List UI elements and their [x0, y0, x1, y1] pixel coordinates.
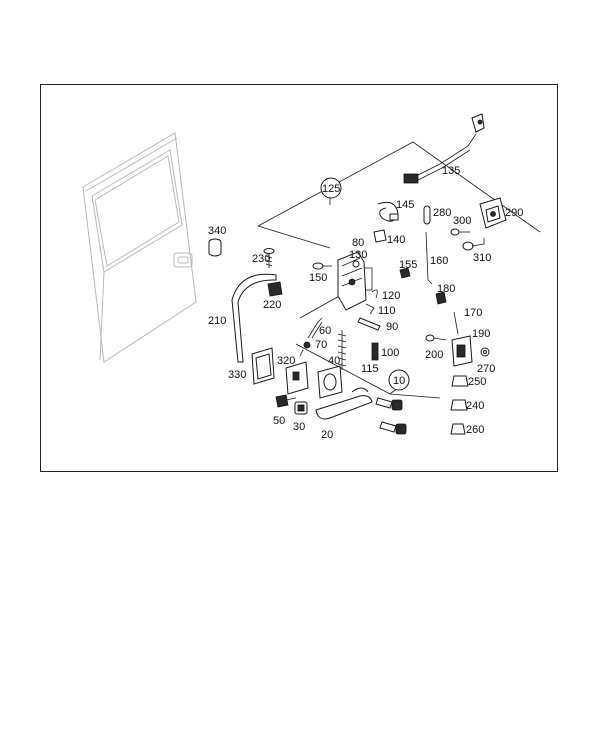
- part-250-grommet: [451, 375, 469, 387]
- callout-10: 10: [393, 375, 405, 387]
- callout-140: 140: [387, 234, 405, 246]
- callout-280: 280: [433, 207, 451, 219]
- part-115-spring: [337, 330, 347, 370]
- part-30-cap: [294, 401, 308, 415]
- part-130-lock-mechanism: [337, 251, 367, 311]
- part-220-clip: [267, 281, 283, 297]
- part-90-lever: [357, 317, 381, 331]
- callout-220: 220: [263, 299, 281, 311]
- callout-circle-125: [320, 177, 342, 199]
- callout-100: 100: [381, 347, 399, 359]
- callout-30: 30: [293, 421, 305, 433]
- part-210-check-strap: [231, 273, 277, 363]
- rear-door-outline: [82, 132, 197, 363]
- callout-180: 180: [437, 283, 455, 295]
- part-230-screw: [263, 248, 275, 268]
- part-110-clip: [365, 303, 375, 315]
- part-280-pin: [423, 205, 431, 225]
- callout-70: 70: [315, 339, 327, 351]
- part-160-rod: [425, 231, 433, 285]
- part-340-bushing: [208, 238, 222, 257]
- callout-260: 260: [466, 424, 484, 436]
- part-50-bolt: [275, 394, 297, 408]
- part-60-rod: [307, 317, 323, 339]
- part-120-spring-clip: [371, 289, 378, 299]
- callout-300: 300: [453, 215, 471, 227]
- callout-310: 310: [473, 252, 491, 264]
- callout-155: 155: [399, 259, 417, 271]
- callout-200: 200: [425, 349, 443, 361]
- callout-320: 320: [277, 355, 295, 367]
- callout-340: 340: [208, 225, 226, 237]
- callout-80: 80: [352, 237, 364, 249]
- part-200-screw: [425, 334, 447, 342]
- part-100-bolt: [371, 342, 379, 361]
- part-270-washer: [480, 347, 490, 357]
- part-70-pin: [299, 341, 311, 357]
- part-180-connector: [435, 291, 447, 305]
- part-140-clip: [373, 229, 387, 243]
- callout-40: 40: [328, 355, 340, 367]
- part-145-cable-tie: [377, 201, 399, 222]
- part-155-nut: [399, 267, 411, 279]
- diagram-frame: [40, 84, 558, 472]
- callout-210: 210: [208, 315, 226, 327]
- callout-labels: 340 230 220 210 330 320 70 60 50 30 20 4…: [208, 165, 523, 441]
- part-135-cable-switch: [403, 113, 485, 184]
- part-290-striker: [479, 197, 507, 229]
- part-330-handle-frame: [251, 347, 275, 385]
- callout-290: 290: [505, 207, 523, 219]
- callout-60: 60: [319, 325, 331, 337]
- callout-135: 135: [442, 165, 460, 177]
- part-150-screw: [312, 262, 332, 270]
- callout-50: 50: [273, 415, 285, 427]
- callout-160: 160: [430, 255, 448, 267]
- callout-190: 190: [472, 328, 490, 340]
- part-40-bezel: [317, 365, 343, 399]
- part-170-rod: [453, 311, 459, 335]
- callout-110: 110: [378, 305, 396, 317]
- callout-20: 20: [321, 429, 333, 441]
- part-190-actuator: [451, 335, 473, 367]
- callout-115: 115: [361, 363, 379, 375]
- part-10-keys: [375, 397, 407, 435]
- callout-170: 170: [464, 307, 482, 319]
- part-240-grommet: [450, 399, 468, 411]
- part-260-grommet: [450, 423, 466, 435]
- callout-240: 240: [466, 400, 484, 412]
- callout-270: 270: [477, 363, 495, 375]
- part-310-bolt: [462, 238, 485, 251]
- callout-250: 250: [468, 376, 486, 388]
- callout-330: 330: [228, 369, 246, 381]
- callout-125: 125: [322, 183, 340, 195]
- part-300-screw: [450, 228, 470, 236]
- callout-230: 230: [252, 253, 270, 265]
- part-20-outer-handle: [315, 387, 373, 420]
- callout-145: 145: [396, 199, 414, 211]
- callout-90: 90: [386, 321, 398, 333]
- callout-120: 120: [382, 290, 400, 302]
- callout-circle-10: [388, 369, 410, 391]
- callout-150: 150: [309, 272, 327, 284]
- callout-130: 130: [349, 249, 367, 261]
- part-320-bracket: [285, 361, 309, 395]
